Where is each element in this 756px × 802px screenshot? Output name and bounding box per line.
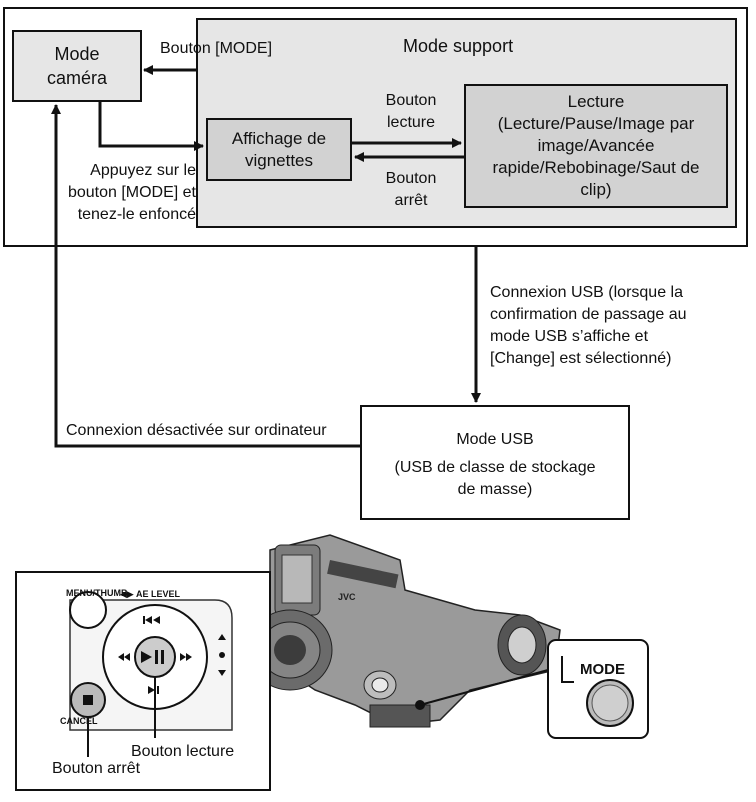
svg-text:CANCEL: CANCEL [60,716,98,726]
bouton-mode-label: Bouton [MODE] [160,40,273,57]
lecture-box: Lecture (Lecture/Pause/Image par image/A… [464,84,728,208]
callout-line-mode [419,669,549,706]
disconnect-note: Connexion désactivée sur ordinateur [66,422,327,439]
bouton-arret-caption: Bouton arrêt [52,760,141,777]
svg-text:JVC: JVC [338,592,356,602]
mode-usb-box: Mode USB (USB de classe de stockage de m… [360,405,630,520]
mode-support-title: Mode support [403,36,514,56]
usb-connection-note: Connexion USB (lorsque la confirmation d… [490,284,687,367]
svg-text:MENU/THUMB: MENU/THUMB [66,588,128,598]
mode-usb-title: Mode USB [456,431,534,448]
bouton-lecture-top: Bouton lecture [385,92,437,131]
menu-thumb-button [69,591,107,629]
affichage-vignettes-box: Affichage de vignettes [206,118,352,181]
mode-usb-sub: (USB de classe de stockage de masse) [394,459,596,498]
mode-camera-box: Mode caméra [12,30,142,102]
camera-drawing: JVC MENU/THUMB ◀▶ AE LEVEL CANCEL [15,534,649,791]
svg-text:◀▶ AE LEVEL: ◀▶ AE LEVEL [120,589,181,599]
camcorder-icon: JVC [247,534,561,728]
camera-illustration: JVC MENU/THUMB ◀▶ AE LEVEL CANCEL MOD [0,520,756,797]
bouton-arret-top: Bouton arrêt [385,170,437,209]
appuyez-note: Appuyez sur le bouton [MODE] et tenez-le… [67,162,196,223]
mode-callout-label: MODE [580,661,625,678]
bouton-lecture-caption: Bouton lecture [131,743,235,760]
